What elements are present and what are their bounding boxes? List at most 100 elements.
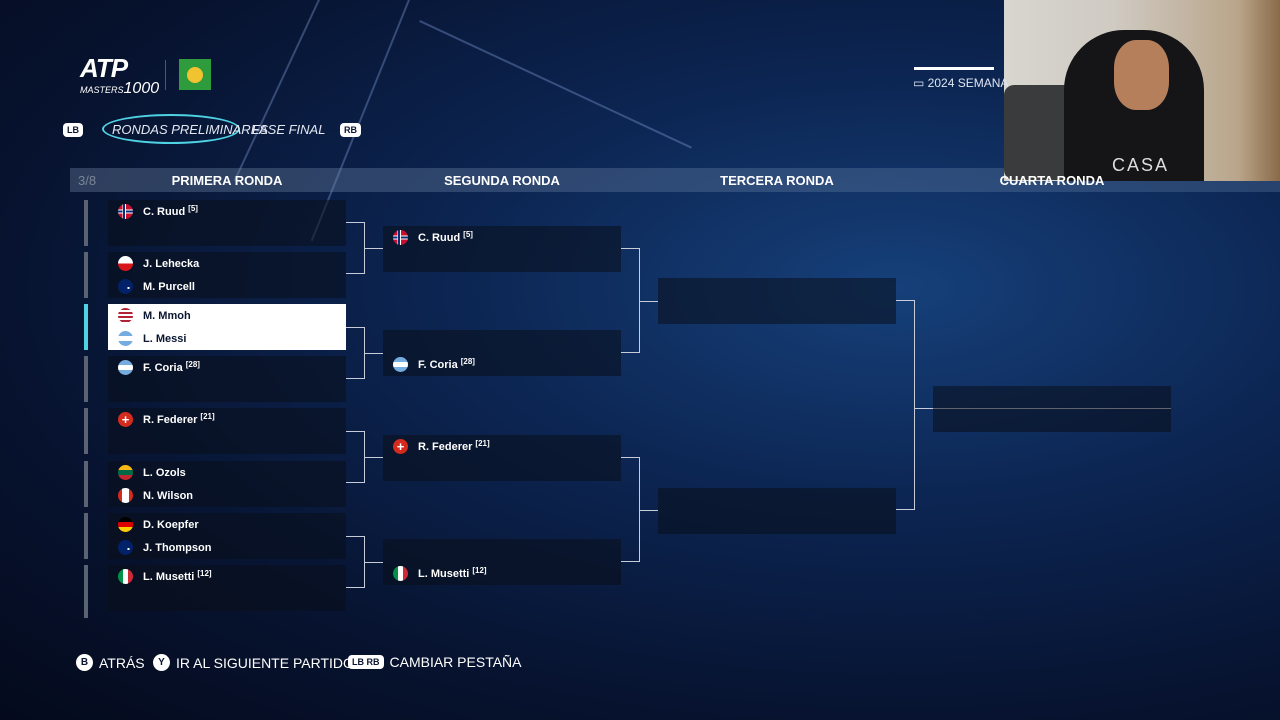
player-slot[interactable] <box>108 379 346 402</box>
round-title-2: SEGUNDA RONDA <box>444 173 560 188</box>
player-slot[interactable]: L. Ozols <box>108 461 346 484</box>
rb-button[interactable]: RB <box>340 123 361 137</box>
round-title-4: CUARTA RONDA <box>999 173 1105 188</box>
player-slot[interactable] <box>383 330 621 353</box>
bracket-line <box>621 248 640 353</box>
flag-it-icon <box>118 569 133 584</box>
player-slot[interactable] <box>383 458 621 481</box>
footer-label: IR AL SIGUIENTE PARTIDO <box>176 654 354 671</box>
player-slot[interactable]: L. Musetti[12] <box>383 562 621 585</box>
flag-ar-icon <box>118 360 133 375</box>
player-slot[interactable]: F. Coria[28] <box>108 356 346 379</box>
player-name: M. Mmoh <box>143 309 191 322</box>
player-name: L. Ozols <box>143 466 186 479</box>
flag-ch-icon: + <box>118 412 133 427</box>
flag-de-icon <box>118 517 133 532</box>
date-underline <box>914 67 994 70</box>
match-bar <box>84 304 88 350</box>
player-slot[interactable]: J. Thompson <box>108 536 346 559</box>
bracket-line <box>640 509 658 511</box>
flag-us-icon <box>118 308 133 323</box>
player-name: F. Coria <box>143 361 183 374</box>
page-count: 3/8 <box>78 173 97 188</box>
player-slot[interactable]: C. Ruud[5] <box>383 226 621 249</box>
player-seed: [21] <box>200 412 215 421</box>
player-slot-empty <box>658 488 896 511</box>
flag-cz-icon <box>118 256 133 271</box>
player-name: N. Wilson <box>143 489 194 502</box>
player-name: L. Messi <box>143 332 187 345</box>
player-name: C. Ruud <box>143 205 186 218</box>
player-slot-empty <box>658 278 896 301</box>
player-name: M. Purcell <box>143 280 195 293</box>
footer-label: ATRÁS <box>99 654 145 671</box>
player-slot[interactable]: D. Koepfer <box>108 513 346 536</box>
bracket-line <box>365 562 383 563</box>
player-name: R. Federer <box>143 413 198 426</box>
footer-back[interactable]: B ATRÁS <box>76 654 145 671</box>
match-bar <box>84 356 88 402</box>
bracket-line <box>365 457 383 458</box>
player-slot[interactable]: L. Messi <box>108 327 346 350</box>
player-slot-empty <box>658 511 896 534</box>
player-slot[interactable]: J. Lehecka <box>108 252 346 275</box>
footer-next-match[interactable]: Y IR AL SIGUIENTE PARTIDO <box>153 654 354 671</box>
date-text: 2024 SEMANA <box>927 76 1009 90</box>
match-bar <box>84 200 88 246</box>
bracket-line <box>621 457 640 562</box>
calendar-icon: ▭ <box>913 76 928 90</box>
shirt-text: CASA <box>1112 155 1170 175</box>
player-slot[interactable] <box>108 431 346 454</box>
player-name: C. Ruud <box>418 231 461 244</box>
player-slot[interactable]: L. Musetti[12] <box>108 565 346 588</box>
flag-ar-icon <box>393 357 408 372</box>
player-name: F. Coria <box>418 358 458 371</box>
player-slot[interactable] <box>108 588 346 611</box>
flag-no-icon <box>118 204 133 219</box>
b-button-icon: B <box>76 654 93 671</box>
player-slot[interactable]: M. Purcell <box>108 275 346 298</box>
player-name: J. Thompson <box>143 541 212 554</box>
webcam-overlay: CASA <box>1004 0 1280 181</box>
player-slot[interactable]: M. Mmoh <box>108 304 346 327</box>
player-name: L. Musetti <box>143 570 195 583</box>
flag-no-icon <box>393 230 408 245</box>
tab-fase-final[interactable]: FASE FINAL <box>252 122 326 137</box>
bracket-line <box>365 353 383 354</box>
player-slot[interactable]: C. Ruud[5] <box>108 200 346 223</box>
player-slot-empty <box>933 409 1171 432</box>
player-slot[interactable] <box>383 539 621 562</box>
streamer-face <box>1114 40 1169 110</box>
bracket-line <box>896 300 915 510</box>
player-slot-empty <box>658 301 896 324</box>
lb-button[interactable]: LB <box>63 123 83 137</box>
player-slot[interactable]: + R. Federer[21] <box>108 408 346 431</box>
player-slot[interactable]: N. Wilson <box>108 484 346 507</box>
match-bar <box>84 408 88 454</box>
highlight-circle <box>102 114 240 144</box>
sofa <box>1004 85 1074 180</box>
player-slot-empty <box>933 386 1171 409</box>
tab-rondas-preliminares[interactable]: RONDAS PRELIMINARES <box>112 122 269 137</box>
bracket-line <box>346 327 365 379</box>
player-seed: [12] <box>472 566 487 575</box>
bracket-line <box>346 536 365 588</box>
flag-it-icon <box>393 566 408 581</box>
bracket-line <box>346 222 365 274</box>
footer-change-tab[interactable]: LB RB CAMBIAR PESTAÑA <box>348 654 522 670</box>
bg-streak <box>419 20 692 149</box>
flag-ca-icon <box>118 488 133 503</box>
match-bar <box>84 565 88 618</box>
bracket-line <box>365 248 383 249</box>
player-seed: [21] <box>475 439 490 448</box>
player-slot[interactable]: F. Coria[28] <box>383 353 621 376</box>
flag-lt-icon <box>118 465 133 480</box>
flag-ch-icon: + <box>393 439 408 454</box>
player-slot[interactable] <box>108 223 346 246</box>
player-slot[interactable]: +R. Federer[21] <box>383 435 621 458</box>
lb-rb-icon: LB RB <box>348 655 384 669</box>
footer-label: CAMBIAR PESTAÑA <box>389 654 522 670</box>
player-slot[interactable] <box>383 249 621 272</box>
y-button-icon: Y <box>153 654 170 671</box>
bracket-line <box>346 431 365 483</box>
